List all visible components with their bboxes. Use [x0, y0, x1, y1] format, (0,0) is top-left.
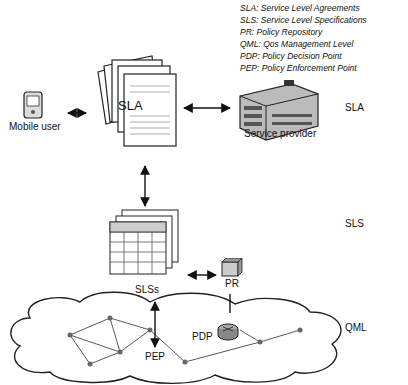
- cloud-outline: [11, 292, 341, 383]
- repo-icon: [218, 258, 244, 278]
- legend-note: PEP: Policy Enforcement Point: [240, 63, 357, 73]
- sls-tables: SLSs: [108, 208, 186, 300]
- node-label: PDP: [192, 331, 213, 342]
- pdp-router: PDP: [190, 315, 242, 345]
- legend-note: SLA: Service Level Agreements: [240, 3, 360, 13]
- pep-point: PEP: [140, 349, 170, 365]
- legend-note: QML: Qos Management Level: [240, 39, 353, 49]
- connector-arrow: [68, 112, 86, 113]
- sla-documents: SLA: [88, 52, 182, 164]
- level-label: SLS: [345, 218, 364, 229]
- node-label: Mobile user: [9, 121, 61, 132]
- policy-repository: PR: [218, 258, 246, 292]
- node-label: PR: [225, 278, 239, 289]
- phone-icon: [4, 90, 64, 120]
- connector-arrow: [229, 294, 230, 313]
- connector-arrow: [154, 302, 155, 347]
- level-label: SLA: [345, 102, 364, 113]
- network-routers: [68, 316, 303, 367]
- mobile-user: Mobile user: [4, 90, 66, 136]
- legend-note: PR: Policy Repository: [240, 27, 322, 37]
- service-provider: Service provider: [232, 76, 328, 140]
- node-label: SLA: [118, 98, 143, 113]
- connector-arrow: [188, 274, 216, 275]
- connector-arrow: [144, 166, 145, 206]
- legend-note: PDP: Policy Decision Point: [240, 51, 342, 61]
- tables-icon: [108, 208, 184, 278]
- node-label: Service provider: [244, 128, 316, 139]
- node-label: SLSs: [135, 284, 159, 295]
- connector-arrow: [184, 107, 230, 108]
- level-label: QML: [345, 322, 367, 333]
- node-label: PEP: [145, 351, 165, 362]
- network-links: [70, 318, 300, 364]
- legend-note: SLS: Service Level Specifications: [240, 15, 367, 25]
